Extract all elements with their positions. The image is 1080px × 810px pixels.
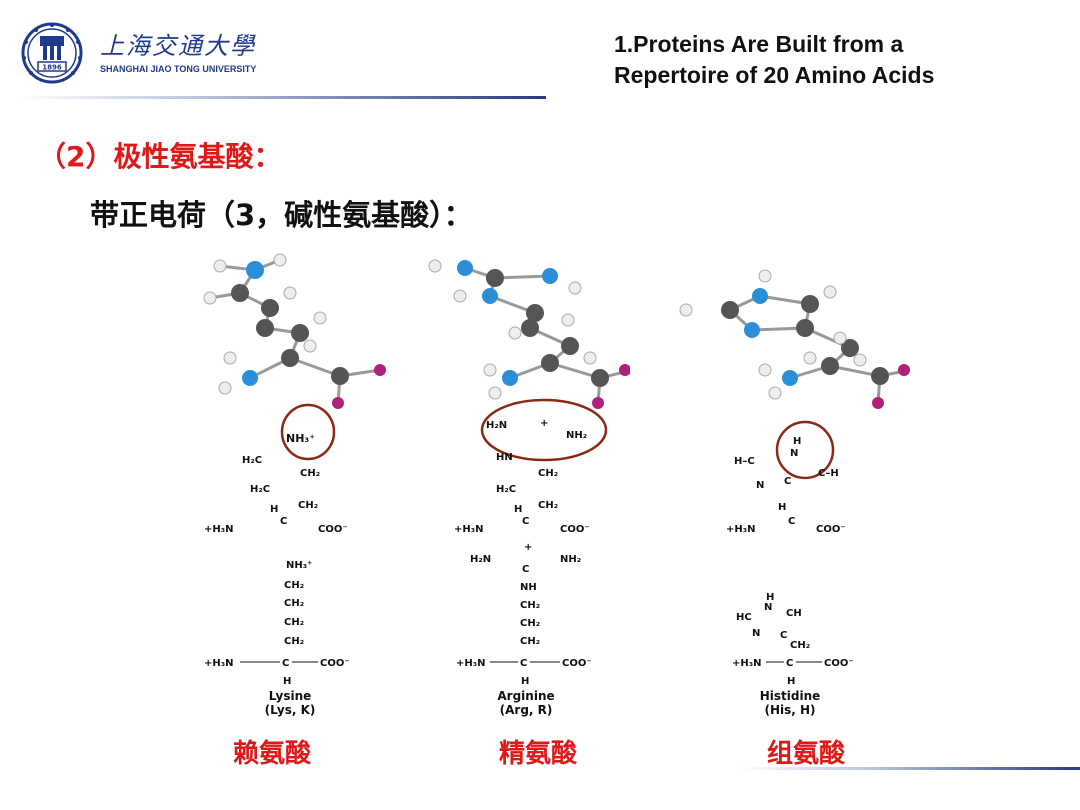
svg-text:H₂N: H₂N (486, 420, 507, 431)
svg-text:+: + (540, 418, 548, 429)
lysine-atoms (203, 253, 386, 409)
histidine-atoms (679, 269, 910, 409)
svg-text:H: H (793, 436, 801, 447)
slide-title: 1.Proteins Are Built from a Repertoire o… (614, 29, 1064, 91)
svg-text:C: C (522, 516, 529, 527)
university-seal-icon: 1896 (21, 22, 83, 84)
svg-text:COO⁻: COO⁻ (816, 524, 846, 535)
svg-text:H: H (778, 502, 786, 513)
histidine-structure: H N H–C C–H N C H C +H₃N COO⁻ H N HC CH … (679, 269, 910, 717)
lysine-cn-name: 赖氨酸 (233, 739, 312, 769)
svg-text:H₂C: H₂C (250, 484, 270, 495)
footer-divider (740, 767, 1080, 770)
section-heading: （2）极性氨基酸： (38, 140, 282, 173)
header-divider (20, 96, 546, 99)
svg-text:C: C (788, 516, 795, 527)
svg-text:CH₂: CH₂ (520, 636, 540, 647)
svg-text:+: + (524, 542, 532, 553)
svg-text:NH₃⁺: NH₃⁺ (286, 432, 315, 445)
svg-text:H: H (787, 676, 795, 687)
svg-text:1896: 1896 (42, 64, 62, 72)
svg-text:N: N (764, 602, 772, 613)
svg-text:H: H (270, 504, 278, 515)
svg-text:H₂C: H₂C (496, 484, 516, 495)
svg-text:NH₃⁺: NH₃⁺ (286, 560, 312, 571)
university-name-cn: 上海交通大學 (100, 32, 256, 60)
svg-text:NH: NH (520, 582, 537, 593)
svg-text:+H₃N: +H₃N (204, 658, 234, 669)
svg-text:CH₂: CH₂ (284, 580, 304, 591)
svg-text:CH₂: CH₂ (538, 500, 558, 511)
slide-title-line2: Repertoire of 20 Amino Acids (614, 62, 935, 88)
arginine-abbr: (Arg, R) (500, 703, 553, 717)
arginine-structure: H₂N + NH₂ HN CH₂ H₂C CH₂ H C +H₃N COO⁻ +… (428, 259, 630, 717)
svg-text:CH₂: CH₂ (284, 617, 304, 628)
histidine-abbr: (His, H) (764, 703, 815, 717)
svg-text:COO⁻: COO⁻ (824, 658, 854, 669)
svg-text:C–H: C–H (818, 468, 839, 479)
svg-text:CH₂: CH₂ (284, 636, 304, 647)
svg-text:H–C: H–C (734, 456, 755, 467)
svg-text:CH₂: CH₂ (520, 618, 540, 629)
histidine-ball-stick-model (728, 294, 910, 404)
svg-text:N: N (752, 628, 760, 639)
svg-text:CH₂: CH₂ (520, 600, 540, 611)
svg-text:N: N (790, 448, 798, 459)
svg-text:H: H (514, 504, 522, 515)
subsection-heading: 带正电荷（3，碱性氨基酸）： (90, 198, 473, 232)
svg-text:H₂C: H₂C (242, 455, 262, 466)
svg-text:H₂N: H₂N (470, 554, 491, 565)
svg-text:H: H (283, 676, 291, 687)
svg-text:+H₃N: +H₃N (732, 658, 762, 669)
svg-text:H: H (766, 592, 774, 603)
arginine-name: Arginine (497, 689, 554, 703)
svg-text:CH₂: CH₂ (284, 598, 304, 609)
svg-text:COO⁻: COO⁻ (318, 524, 348, 535)
svg-text:C: C (520, 658, 527, 669)
lysine-abbr: (Lys, K) (265, 703, 316, 717)
svg-text:NH₂: NH₂ (560, 554, 581, 565)
histidine-cn-name: 组氨酸 (767, 739, 846, 769)
svg-text:COO⁻: COO⁻ (562, 658, 592, 669)
svg-text:HC: HC (736, 612, 752, 623)
svg-text:+H₃N: +H₃N (456, 658, 486, 669)
svg-text:CH₂: CH₂ (790, 640, 810, 651)
arginine-atoms (428, 259, 630, 409)
svg-text:COO⁻: COO⁻ (560, 524, 590, 535)
svg-text:CH₂: CH₂ (538, 468, 558, 479)
svg-text:COO⁻: COO⁻ (320, 658, 350, 669)
svg-text:C: C (784, 476, 791, 487)
svg-text:NH₂: NH₂ (566, 430, 587, 441)
slide-title-line1: 1.Proteins Are Built from a (614, 31, 904, 57)
university-name-en: SHANGHAI JIAO TONG UNIVERSITY (100, 64, 257, 74)
svg-text:HN: HN (496, 452, 513, 463)
svg-text:C: C (282, 658, 289, 669)
histidine-name: Histidine (760, 689, 821, 703)
lysine-structure: NH₃⁺ H₂C CH₂ H₂C CH₂ H C +H₃N COO⁻ NH₃⁺ … (203, 253, 386, 717)
svg-text:C: C (280, 516, 287, 527)
svg-text:N: N (756, 480, 764, 491)
svg-text:+H₃N: +H₃N (204, 524, 234, 535)
svg-text:H: H (521, 676, 529, 687)
svg-text:C: C (522, 564, 529, 575)
svg-text:C: C (786, 658, 793, 669)
university-logo: 1896 上海交通大學 SHANGHAI JIAO TONG UNIVERSIT… (20, 22, 260, 84)
svg-text:+H₃N: +H₃N (454, 524, 484, 535)
lysine-highlight-circle (280, 403, 336, 461)
arginine-highlight-circle (480, 398, 608, 462)
svg-text:CH₂: CH₂ (298, 500, 318, 511)
svg-text:CH: CH (786, 608, 802, 619)
svg-text:C: C (780, 630, 787, 641)
svg-text:+H₃N: +H₃N (726, 524, 756, 535)
lysine-name: Lysine (269, 689, 312, 703)
svg-text:CH₂: CH₂ (300, 468, 320, 479)
arginine-cn-name: 精氨酸 (499, 739, 578, 769)
histidine-highlight-circle (775, 420, 835, 480)
